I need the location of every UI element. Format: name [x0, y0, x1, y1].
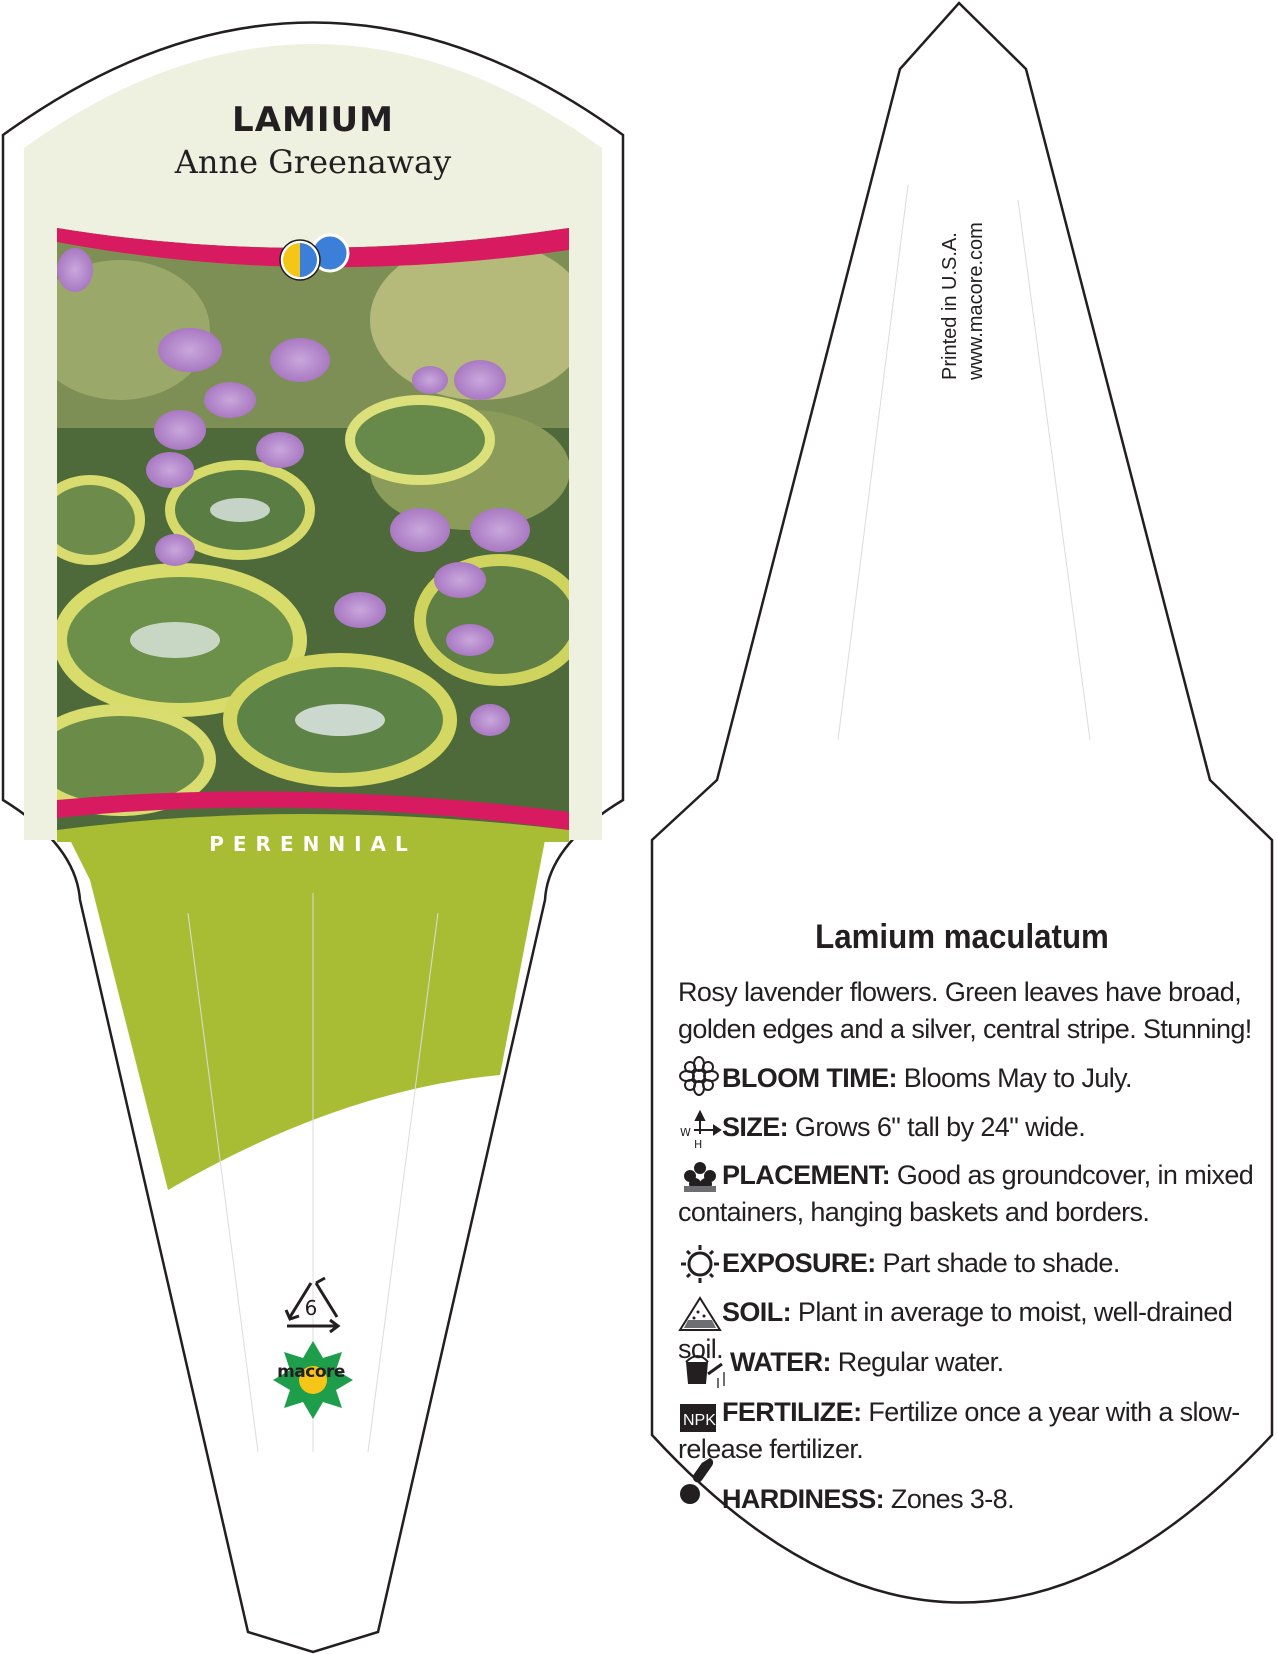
- website: www.macore.com: [965, 222, 987, 380]
- cultivar-name: Anne Greenaway: [174, 143, 452, 181]
- plant-photo: [57, 228, 569, 830]
- plant-common-name: LAMIUM: [232, 100, 394, 140]
- sun-icon: [681, 1245, 719, 1283]
- svg-text:H: H: [694, 1138, 702, 1151]
- plant-category: PERENNIAL: [209, 832, 417, 856]
- care-text: Regular water.: [837, 1347, 1004, 1377]
- description: Rosy lavender flowers. Green leaves have…: [678, 977, 1252, 1044]
- npk-icon: NPK: [680, 1404, 716, 1432]
- thermometer-icon: [680, 1451, 719, 1504]
- care-label: EXPOSURE:: [722, 1248, 876, 1278]
- care-size: SIZE: Grows 6" tall by 24" wide.: [678, 1109, 1268, 1146]
- magenta-band-bottom: [57, 791, 569, 830]
- care-text: Fertilize once a year with a slow-releas…: [678, 1397, 1240, 1464]
- care-text: Plant in average to moist, well-drained …: [678, 1297, 1233, 1364]
- svg-text:W: W: [680, 1126, 691, 1139]
- care-placement: PLACEMENT: Good as groundcover, in mixed…: [678, 1157, 1268, 1231]
- botanical-name: Lamium maculatum: [815, 918, 1109, 956]
- magenta-band-top: [57, 228, 569, 268]
- care-text: Grows 6" tall by 24" wide.: [794, 1112, 1086, 1142]
- light-requirement-icon: [279, 233, 350, 281]
- brand-logo-text: macore: [277, 1362, 345, 1382]
- care-fertilize: FERTILIZE: Fertilize once a year with a …: [678, 1394, 1268, 1468]
- care-label: SIZE:: [722, 1112, 789, 1142]
- macore-logo-icon: [273, 1341, 353, 1419]
- placement-icon: [684, 1162, 716, 1192]
- care-text: Good as groundcover, in mixed containers…: [678, 1160, 1254, 1227]
- size-icon: W H: [680, 1109, 722, 1151]
- recycle-icon: [284, 1276, 341, 1334]
- print-info: Printed in U.S.A. www.macore.com: [937, 222, 989, 380]
- care-label: HARDINESS:: [722, 1484, 885, 1514]
- care-label: FERTILIZE:: [722, 1397, 862, 1427]
- care-label: BLOOM TIME:: [722, 1063, 897, 1093]
- green-band: [70, 840, 545, 1190]
- care-water: WATER: Regular water.: [678, 1344, 1268, 1381]
- care-text: Blooms May to July.: [903, 1063, 1133, 1093]
- printed-in: Printed in U.S.A.: [939, 232, 961, 380]
- flower-icon: [679, 1056, 719, 1096]
- care-bloom-time: BLOOM TIME: Blooms May to July.: [678, 1060, 1268, 1097]
- care-label: PLACEMENT:: [722, 1160, 891, 1190]
- care-label: WATER:: [730, 1347, 831, 1377]
- back-tag-outline: [650, 1, 1274, 1604]
- soil-icon: [678, 1296, 722, 1331]
- care-hardiness: HARDINESS: Zones 3-8.: [678, 1481, 1268, 1518]
- recycle-code: 6: [304, 1296, 318, 1320]
- care-text: Zones 3-8.: [890, 1484, 1015, 1514]
- care-label: SOIL:: [722, 1297, 792, 1327]
- care-text: Part shade to shade.: [882, 1248, 1121, 1278]
- svg-text:NPK: NPK: [683, 1412, 716, 1429]
- care-exposure: EXPOSURE: Part shade to shade.: [678, 1245, 1268, 1282]
- care-soil: SOIL: Plant in average to moist, well-dr…: [678, 1294, 1268, 1368]
- watering-can-icon: [685, 1355, 725, 1388]
